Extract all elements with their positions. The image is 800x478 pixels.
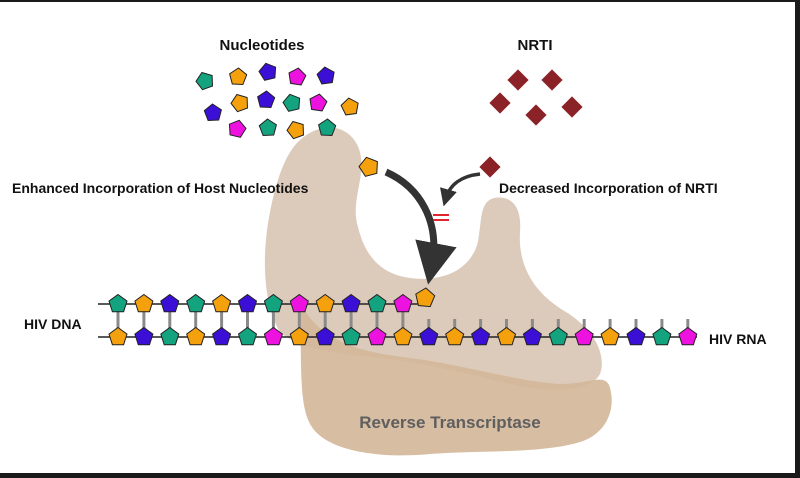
nucleotide-orange (286, 120, 305, 140)
nucleotide-blue (316, 66, 335, 85)
dna-nucleotide-magenta (289, 293, 309, 313)
rna-nucleotide-blue (315, 326, 335, 346)
nucleotide-pool (195, 62, 359, 140)
nucleotide-green (258, 118, 277, 137)
dna-nucleotide-blue (237, 293, 258, 313)
rna-nucleotide-blue (471, 326, 491, 346)
rna-nucleotide-blue (212, 326, 232, 346)
enzyme-body-light (264, 127, 602, 390)
enzyme-body-dark (300, 302, 612, 456)
nucleotides-title: Nucleotides (219, 37, 304, 54)
rna-nucleotide-magenta (367, 326, 387, 346)
nucleotide-magenta (228, 119, 247, 138)
rna-nucleotide-orange (186, 326, 206, 346)
nucleotide-blue (203, 103, 222, 122)
dna-nucleotide-green (108, 293, 128, 313)
rna-nucleotide-blue (419, 326, 439, 346)
incoming-nrti-molecule (479, 156, 501, 178)
enzyme-label: Reverse Transcriptase (359, 413, 540, 432)
nucleotide-blue (257, 90, 276, 109)
dna-nucleotide-orange (134, 293, 154, 313)
rna-nucleotide-magenta (263, 326, 283, 346)
rna-nucleotide-orange (445, 326, 465, 346)
decreased-incorporation-label: Decreased Incorporation of NRTI (499, 180, 718, 196)
rna-nucleotide-magenta (678, 326, 698, 346)
hiv-dna-label: HIV DNA (24, 316, 82, 332)
rna-nucleotide-orange (600, 326, 620, 346)
dna-nucleotide-green (263, 293, 283, 313)
nucleotide-green (195, 71, 214, 91)
nucleotide-green (282, 93, 301, 112)
nrti-molecule (561, 96, 583, 118)
reverse-transcriptase-enzyme: Reverse Transcriptase (264, 127, 612, 456)
rna-nucleotide-green (237, 326, 258, 346)
rna-nucleotide-green (652, 326, 672, 346)
dna-nucleotide-magenta (393, 293, 413, 313)
rna-nucleotide-orange (496, 326, 517, 346)
hiv-rna-label: HIV RNA (709, 331, 767, 347)
rna-nucleotide-orange (108, 326, 128, 346)
dna-nucleotide-blue (341, 293, 361, 313)
rna-nucleotide-blue (134, 326, 154, 346)
enhanced-incorporation-label: Enhanced Incorporation of Host Nucleotid… (12, 180, 309, 196)
rna-nucleotide-green (548, 326, 568, 346)
nrti-molecule (507, 69, 529, 91)
rna-nucleotide-orange (393, 326, 413, 346)
nucleic-acid-strands (98, 156, 698, 346)
nucleotide-orange (230, 93, 249, 113)
nucleotide-orange (340, 97, 359, 116)
incoming-nucleotide (415, 287, 436, 308)
nucleotide-magenta (309, 93, 328, 112)
dna-nucleotide-orange (315, 293, 335, 313)
block-symbol-icon (433, 214, 449, 221)
incorporation-arrow-icon (384, 168, 457, 285)
diagram-canvas: Reverse Transcriptase Nucleotides NRTI E… (0, 2, 795, 473)
dna-nucleotide-green (367, 293, 387, 313)
nucleotide-blue (258, 62, 277, 81)
rna-nucleotide-blue (522, 326, 542, 346)
nrti-molecule (541, 69, 563, 91)
dna-nucleotide-blue (160, 293, 180, 313)
nrti-arrow-icon (439, 172, 481, 207)
nrti-molecule (525, 104, 547, 126)
rna-nucleotide-magenta (574, 326, 594, 346)
rt-mechanism-diagram: Reverse Transcriptase Nucleotides NRTI E… (12, 37, 767, 456)
nrti-molecule (489, 92, 511, 114)
dna-nucleotide-orange (212, 293, 232, 313)
rna-nucleotide-green (160, 326, 180, 346)
rna-nucleotide-orange (289, 326, 309, 346)
nucleotide-green (318, 118, 337, 137)
nucleotide-orange (229, 67, 248, 86)
dna-nucleotide-green (186, 293, 206, 313)
rna-nucleotide-blue (626, 326, 646, 346)
nrti-title: NRTI (518, 37, 553, 54)
nucleotide-magenta (288, 67, 307, 86)
rna-nucleotide-green (341, 326, 361, 346)
entering-nucleotide (358, 156, 378, 177)
nrti-pool (479, 69, 583, 178)
